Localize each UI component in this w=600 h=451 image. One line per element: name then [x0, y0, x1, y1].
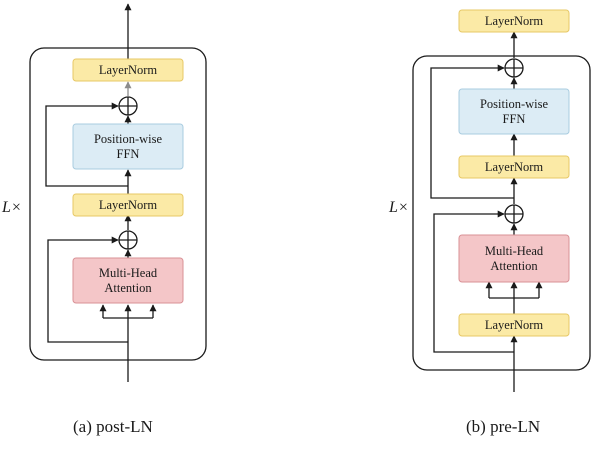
plus-circle-icon [118, 96, 138, 116]
layernorm-bottom-box [458, 313, 570, 337]
plus-circle-icon [504, 204, 524, 224]
layernorm-top-box [72, 58, 184, 82]
residual-connection-1 [47, 236, 128, 343]
pre-ln-diagram: LayerNorm Position-wise FFN LayerNorm Mu… [388, 9, 591, 436]
residual-connection-2 [45, 102, 128, 187]
attention-label-line2: Attention [104, 281, 152, 295]
attention-label-line2: Attention [490, 259, 538, 273]
residual-connection-2 [430, 64, 514, 199]
ffn-box [458, 88, 570, 135]
ffn-label-line1: Position-wise [94, 132, 163, 146]
caption: (a) post-LN [73, 417, 153, 436]
ffn-label-line1: Position-wise [480, 97, 549, 111]
layernorm-mid-label: LayerNorm [485, 160, 544, 174]
ffn-box [72, 123, 184, 170]
repeat-label: L× [388, 199, 409, 216]
layernorm-top-box [458, 9, 570, 33]
plus-circle-icon [504, 58, 524, 78]
layernorm-mid-box [72, 193, 184, 217]
layernorm-top-label: LayerNorm [485, 14, 544, 28]
layer-stack-frame [29, 47, 207, 361]
layernorm-bottom-label: LayerNorm [485, 318, 544, 332]
ffn-label-line2: FFN [503, 112, 526, 126]
ffn-label-line2: FFN [117, 147, 140, 161]
attention-label-line1: Multi-Head [99, 266, 158, 280]
repeat-label: L× [1, 199, 22, 216]
residual-connection-1 [433, 210, 514, 353]
attention-box [72, 257, 184, 304]
layer-stack-frame [412, 55, 591, 371]
post-ln-diagram: LayerNorm Position-wise FFN LayerNorm Mu… [1, 3, 207, 436]
layernorm-mid-label: LayerNorm [99, 198, 158, 212]
plus-circle-icon [118, 230, 138, 250]
layernorm-top-label: LayerNorm [99, 63, 158, 77]
attention-label-line1: Multi-Head [485, 244, 544, 258]
caption: (b) pre-LN [466, 417, 540, 436]
layernorm-mid-box [458, 155, 570, 179]
attention-box [458, 234, 570, 283]
